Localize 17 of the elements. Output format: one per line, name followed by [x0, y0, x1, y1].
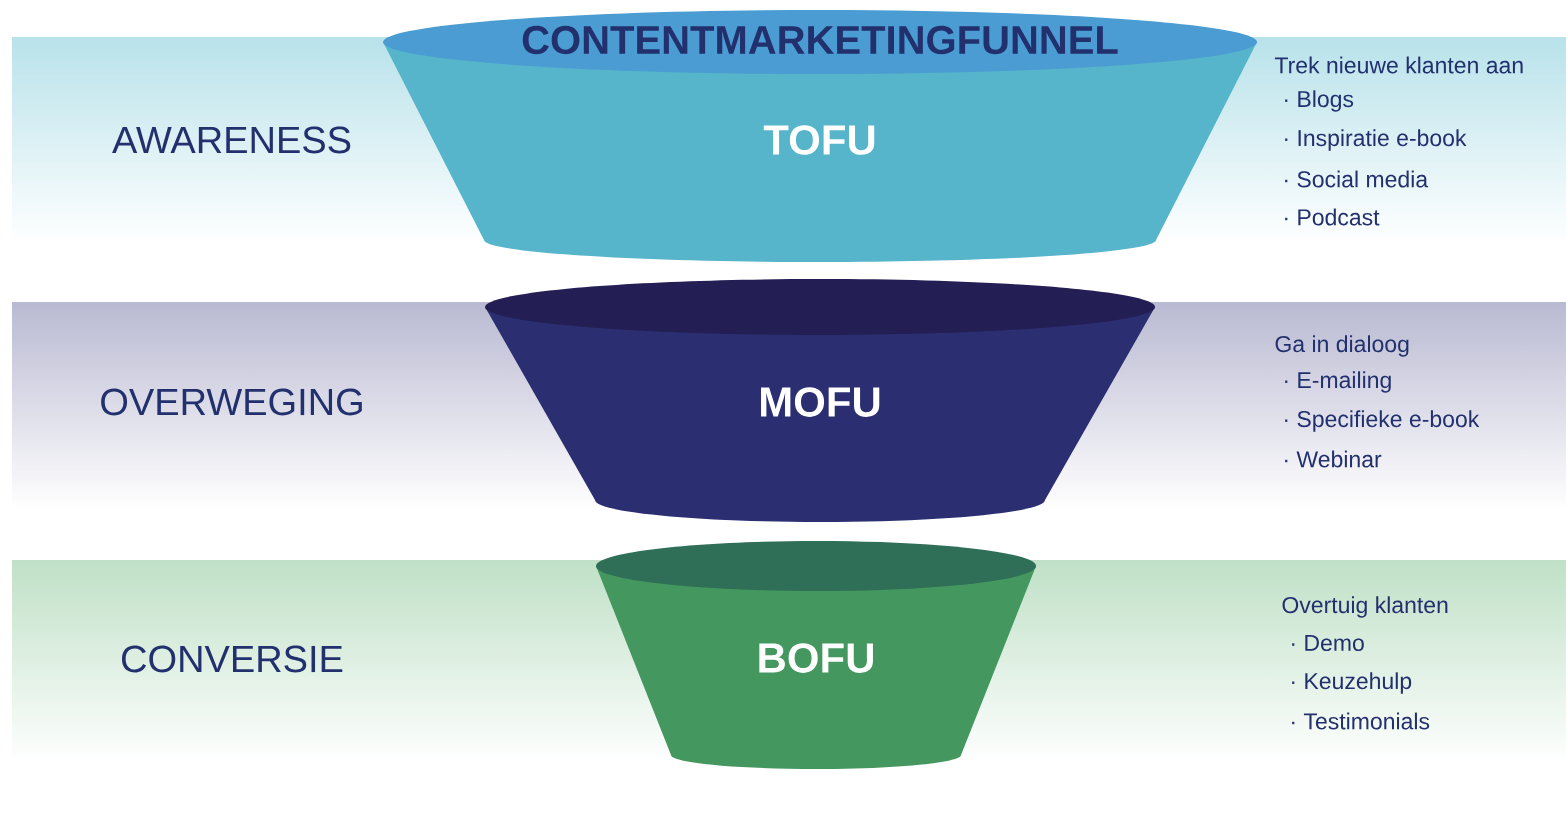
- list-item: · Blogs: [1285, 90, 1354, 112]
- stage-label: CONVERSIE: [122, 645, 343, 673]
- list-item: · Podcast: [1285, 208, 1380, 226]
- list-item: · Social media: [1285, 170, 1429, 188]
- funnel-segment: BOFU: [596, 541, 1036, 769]
- list-item: · Demo: [1292, 635, 1364, 652]
- title: CONTENTMARKETINGFUNNEL: [522, 25, 1118, 55]
- funnel-segment: MOFU: [485, 279, 1155, 522]
- list-item: · Keuzehulp: [1292, 672, 1412, 694]
- list-item: · Inspiratie e-book: [1285, 129, 1467, 151]
- stage-label: OVERWEGING: [101, 388, 362, 416]
- list-heading: Ga in dialoog: [1275, 335, 1409, 357]
- list-item: · E-mailing: [1285, 371, 1391, 393]
- list-item: · Testimonials: [1292, 712, 1430, 730]
- list-item: · Specifieke e-book: [1285, 410, 1480, 432]
- list-item: · Webinar: [1285, 450, 1382, 468]
- list-heading: Overtuig klanten: [1282, 596, 1448, 618]
